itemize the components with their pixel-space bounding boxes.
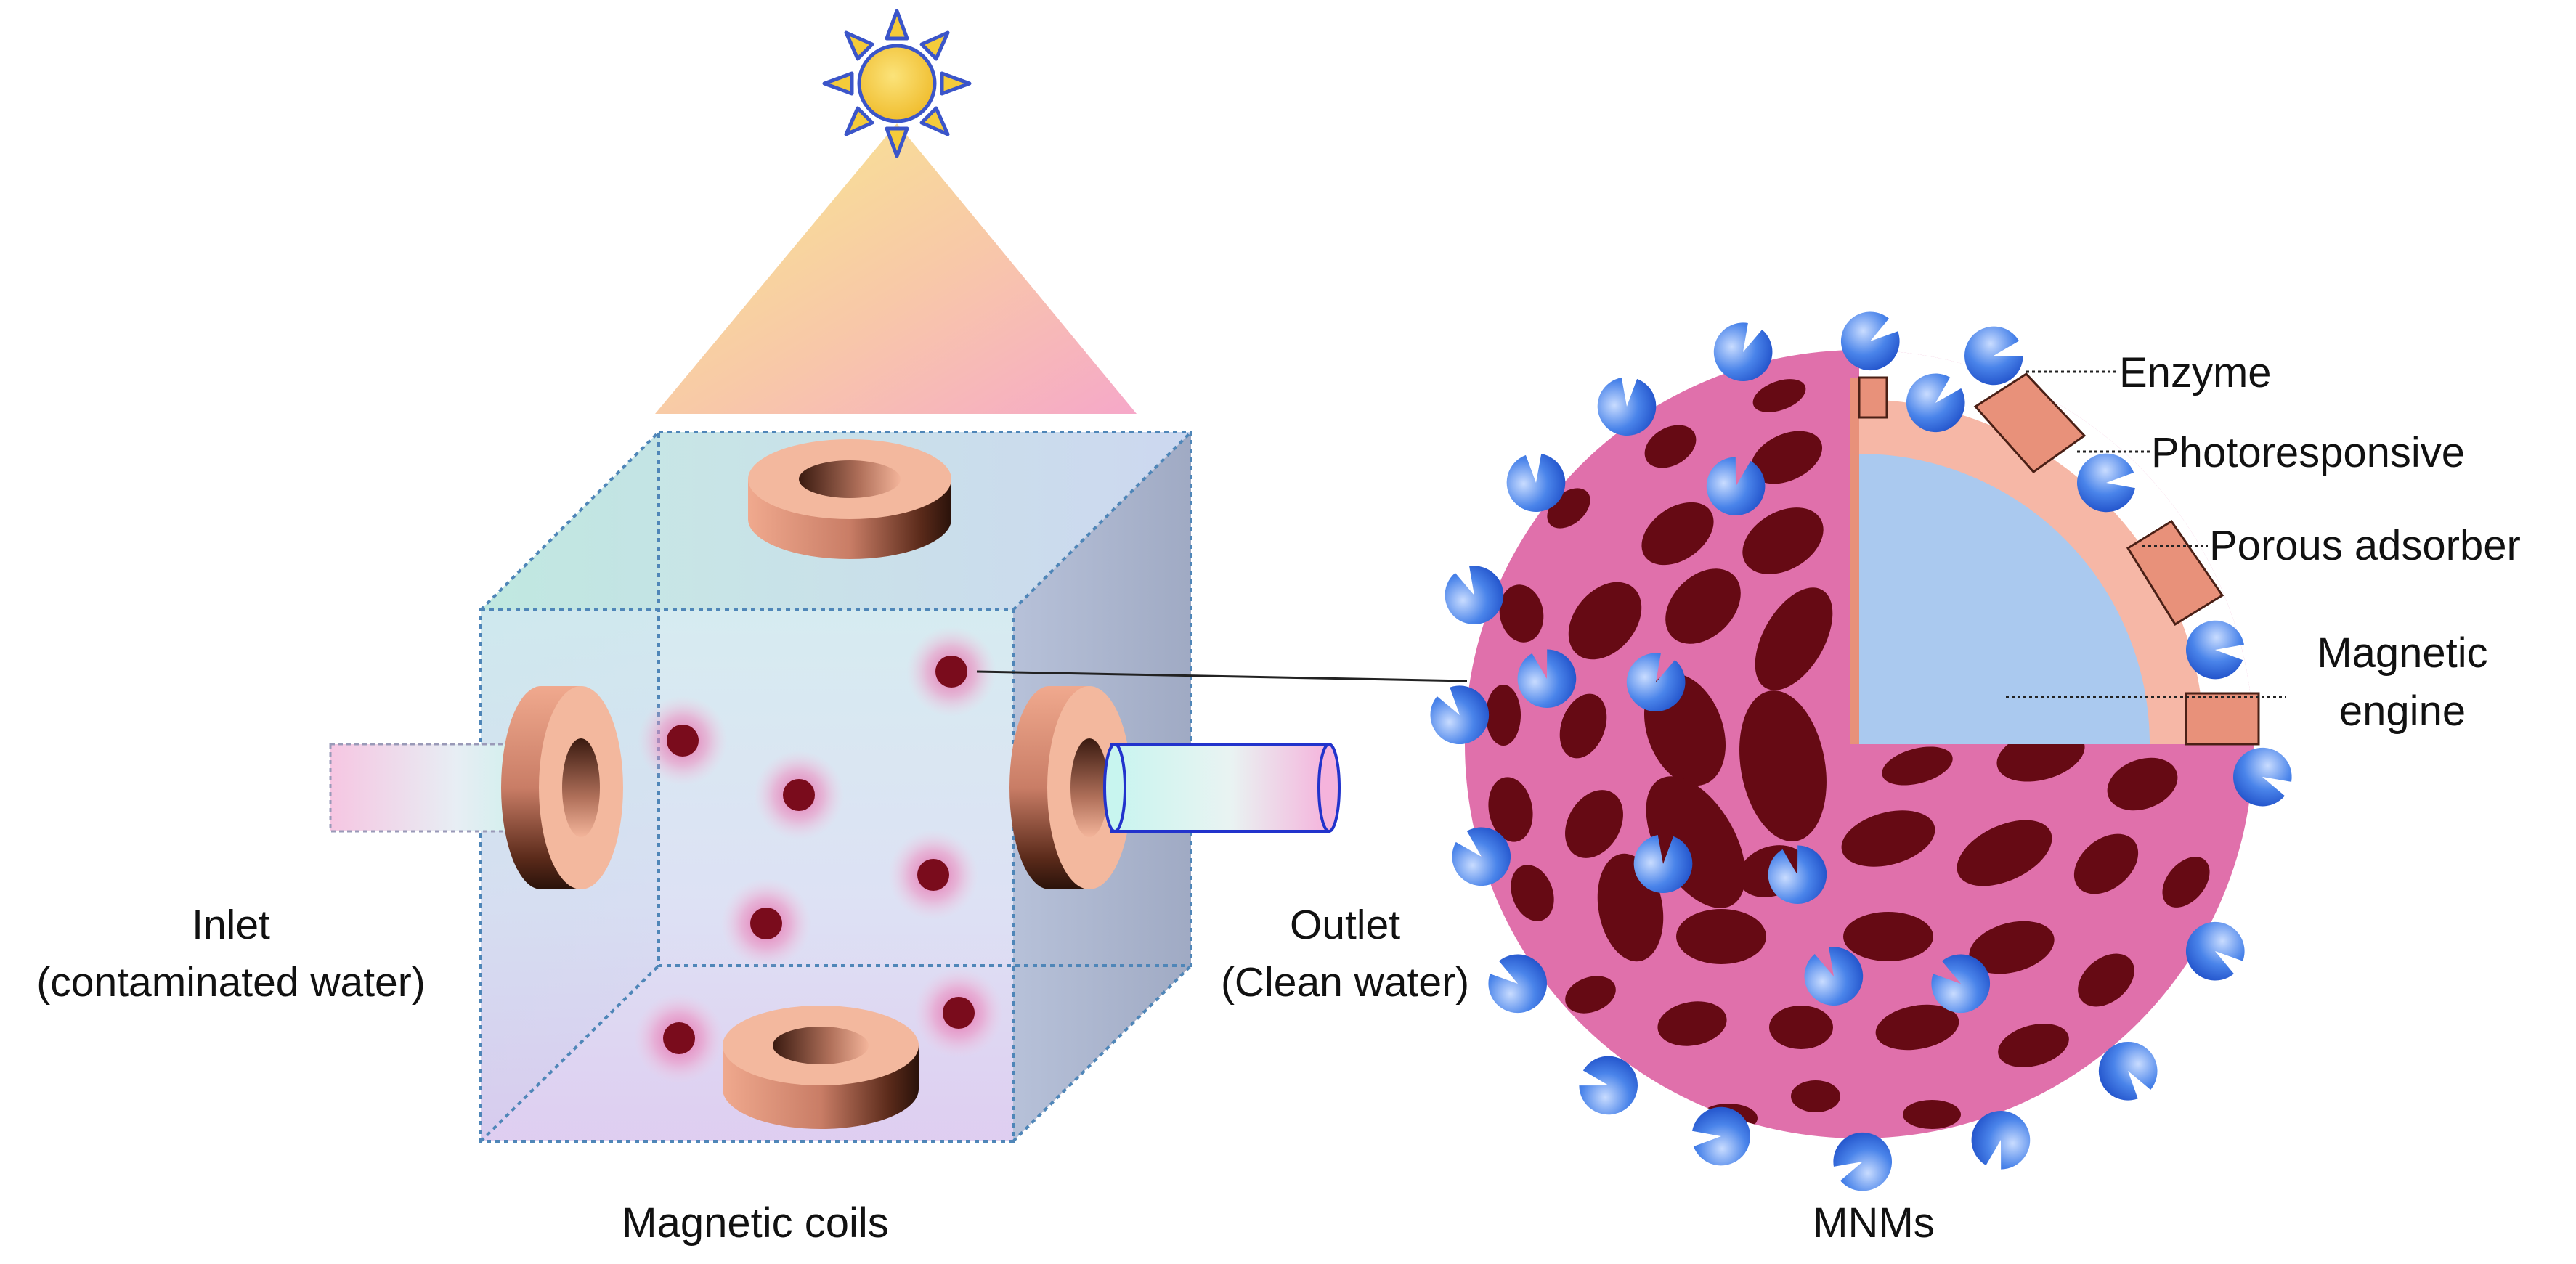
pore	[1903, 1100, 1961, 1129]
pore	[1739, 690, 1827, 841]
enzyme-label: Enzyme	[2119, 349, 2272, 396]
pore	[1998, 1024, 2069, 1067]
pore	[1969, 921, 2055, 974]
pore	[1488, 777, 1533, 842]
pore	[2078, 953, 2134, 1007]
nanoparticle-icon	[721, 878, 811, 969]
pore	[1565, 976, 1616, 1014]
nanoparticle-icon	[634, 993, 724, 1083]
mnm-sphere	[1465, 350, 2254, 1138]
pore	[1882, 746, 1953, 786]
porous-adsorber-label: Porous adsorber	[2209, 522, 2521, 569]
pore	[1565, 790, 1623, 858]
pore	[2073, 833, 2139, 894]
nanoparticle-icon	[638, 696, 728, 786]
pore	[1742, 507, 1824, 574]
nanoparticle-group	[634, 627, 1004, 1083]
pore	[1841, 810, 1935, 867]
pore	[1568, 582, 1642, 660]
pore	[1499, 584, 1544, 643]
pore	[1957, 820, 2052, 886]
nanoparticle-icon	[754, 750, 844, 840]
pore	[1752, 379, 1806, 412]
nanoparticle-icon	[888, 830, 978, 920]
magnetic-coil-icon	[1009, 686, 1131, 889]
pore	[1676, 909, 1766, 964]
mnms-label: MNMs	[1813, 1199, 1935, 1247]
magnetic-coil-icon	[723, 1006, 919, 1129]
light-cone	[655, 123, 1137, 414]
pore	[1511, 865, 1554, 921]
photoresponsive-label: Photoresponsive	[2151, 429, 2466, 476]
pore	[1559, 693, 1607, 759]
pore	[1750, 431, 1823, 484]
callout-lines	[2006, 370, 2286, 698]
pore	[1791, 1080, 1840, 1112]
magnetic-engine-label: Magnetic engine	[2317, 629, 2488, 735]
pore	[1875, 1004, 1959, 1051]
zoom-connector-line	[976, 670, 1468, 682]
outlet-pipe	[1103, 743, 1341, 833]
sun-icon	[822, 9, 972, 158]
pore	[1641, 502, 1714, 566]
pore	[2162, 857, 2210, 908]
porous-adsorber-blocks	[1858, 372, 2260, 746]
pore	[1665, 568, 1741, 644]
magnetic-coil-icon	[501, 686, 623, 889]
outlet-label: Outlet (Clean water)	[1220, 902, 1470, 1006]
inlet-label: Inlet (contaminated water)	[36, 902, 426, 1006]
pore	[1486, 685, 1521, 746]
pore	[1755, 587, 1833, 690]
pore	[2107, 757, 2178, 811]
nanoparticle-icon	[914, 968, 1004, 1058]
pore	[1657, 1001, 1727, 1046]
pore	[1644, 425, 1697, 468]
nanoparticle-icon	[906, 627, 996, 717]
pore	[1843, 912, 1933, 961]
magnetic-coil-icon	[748, 439, 951, 559]
magnetic-coils-label: Magnetic coils	[622, 1199, 889, 1247]
pore	[1769, 1006, 1833, 1049]
